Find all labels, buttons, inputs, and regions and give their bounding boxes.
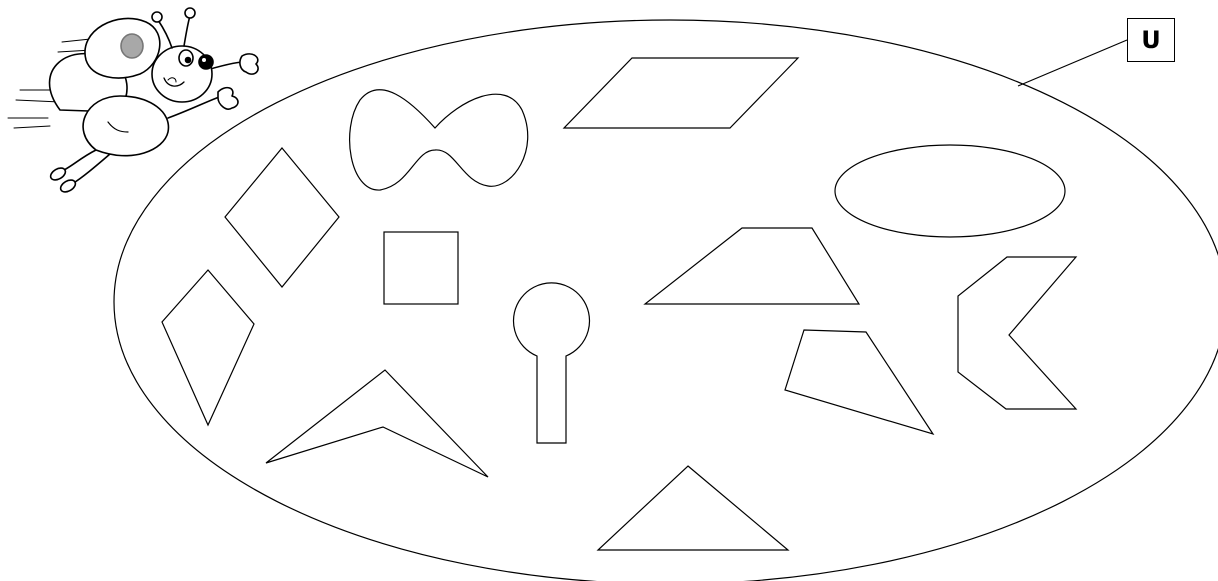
- universal-set-label: U: [1127, 18, 1175, 62]
- universal-set-ellipse: [114, 20, 1218, 581]
- universal-set-leader-line: [1018, 40, 1127, 86]
- universal-set-label-text: U: [1141, 26, 1161, 54]
